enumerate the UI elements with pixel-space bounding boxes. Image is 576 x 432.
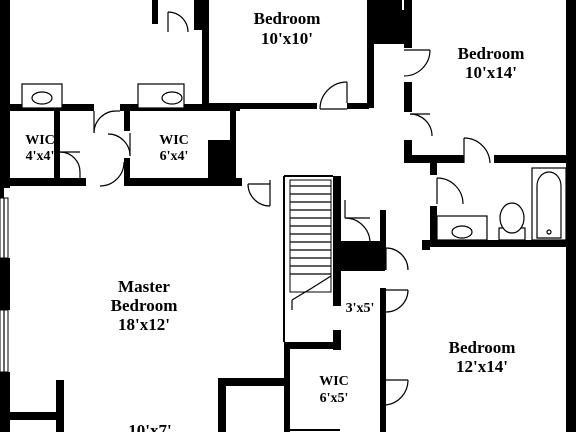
windows [0,197,9,373]
bedroom-top-right-size: 10'x14' [465,63,517,82]
master-bedroom-label-1: Master [118,277,170,296]
thin-walls [283,175,340,431]
room-bottom-size: 10'x7' [128,421,171,432]
bedroom-top-right-label: Bedroom [458,44,525,63]
wic-left-label: WIC [25,133,55,148]
wic-middle-size: 6'x4' [160,149,189,164]
bedroom-top-middle-size: 10'x10' [261,29,313,48]
bedroom-bottom-right-size: 12'x14' [456,357,508,376]
master-bedroom-size: 18'x12' [118,315,170,334]
bedroom-top-middle-label: Bedroom [254,9,321,28]
wic-middle-label: WIC [159,133,189,148]
wic-bottom-label: WIC [319,374,349,389]
doors [59,11,491,406]
bedroom-bottom-right-label: Bedroom [449,338,516,357]
bath-fixtures [21,83,567,241]
wic-bottom-size: 6'x5' [320,391,349,406]
staircase [289,179,332,310]
wic-left-size: 4'x4' [26,149,55,164]
closet-size: 3'x5' [346,301,375,316]
room-labels: Bedroom 10'x10' Bedroom 10'x14' WIC 4'x4… [25,9,524,432]
master-bedroom-label-2: Bedroom [111,296,178,315]
